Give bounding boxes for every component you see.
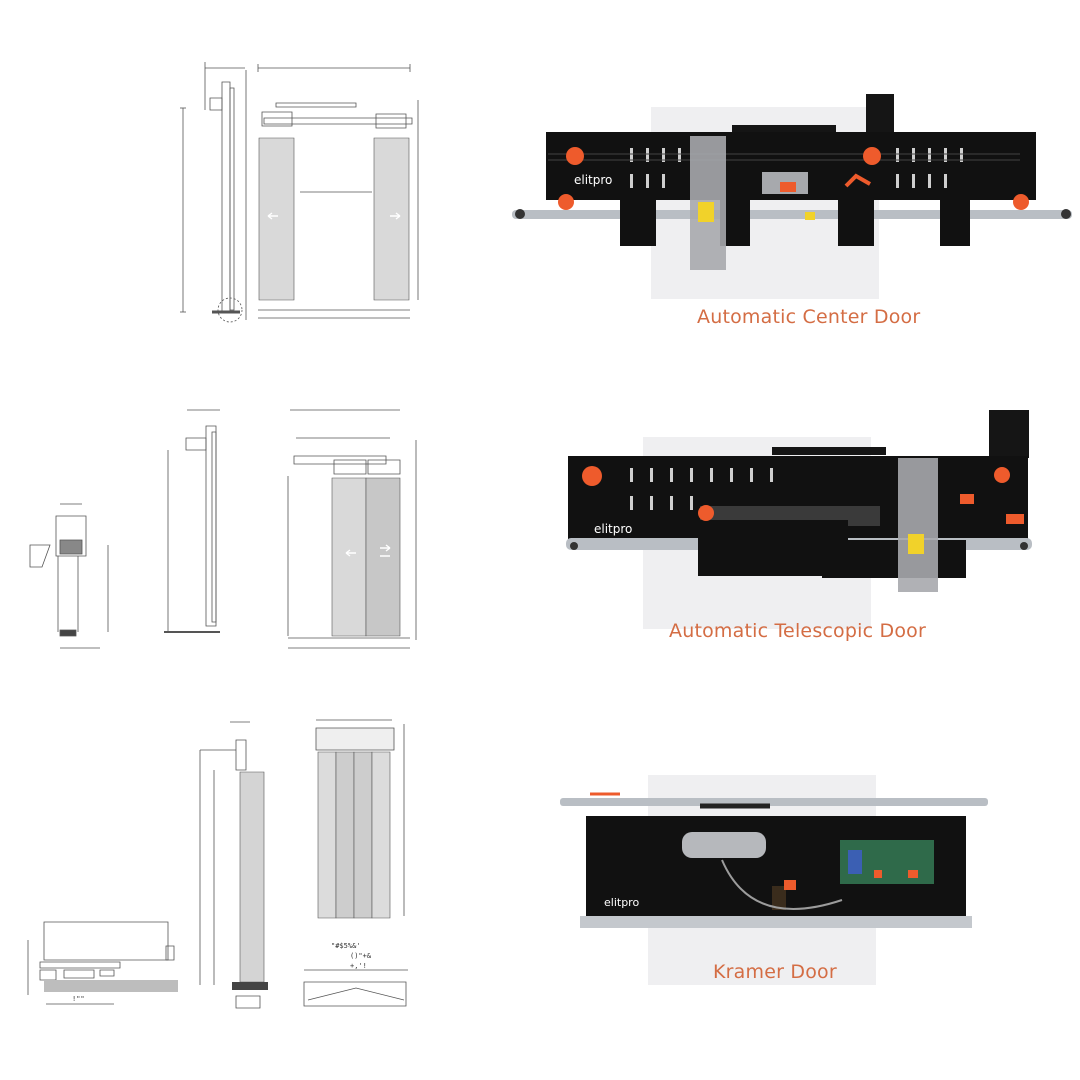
kramer-door-brand-mark: elitpro (604, 896, 639, 909)
center-door-photo-background (651, 107, 879, 299)
telescopic-door-photo-background (643, 437, 871, 629)
kramer-door-photo-background (648, 775, 876, 985)
kramer-drawing-note-1: "#$5%&' (331, 942, 361, 950)
center-door-caption: Automatic Center Door (697, 306, 921, 328)
telescopic-door-brand-mark: elitpro (594, 522, 632, 536)
kramer-door-caption: Kramer Door (713, 961, 837, 983)
telescopic-door-caption: Automatic Telescopic Door (669, 620, 927, 642)
kramer-drawing-note-4: !"" (72, 995, 85, 1003)
kramer-drawing-note-3: +,'! (350, 962, 367, 970)
kramer-drawing-note-2: ()"+& (350, 952, 372, 960)
center-door-brand-mark: elitpro (574, 173, 612, 187)
